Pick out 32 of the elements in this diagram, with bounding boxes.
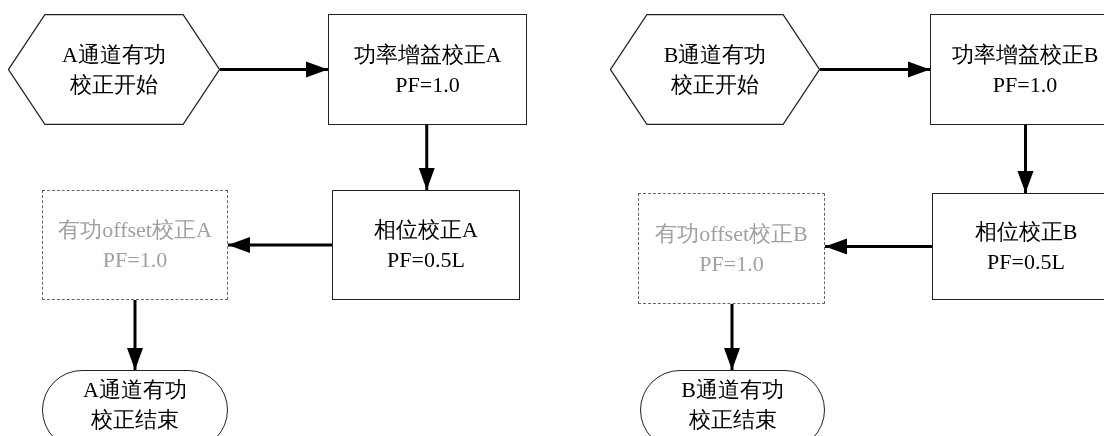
process-box [332,190,520,300]
box-label: 有功offset校正B [655,219,808,248]
arrow [1017,125,1034,193]
box-label: PF=1.0 [699,249,764,278]
box-label: B通道有功校正结束 [680,376,785,434]
start-hexagon [8,14,220,125]
box-label: 有功offset校正A [58,216,212,244]
box-label: PF=0.5L [387,246,465,274]
arrow [418,125,435,190]
box-label: PF=1.0 [992,70,1058,99]
process-box [930,14,1104,125]
process-box [932,193,1104,300]
box-label: 相位校正B [974,217,1078,246]
box-label: 功率增益校正B [951,40,1099,69]
arrow [228,237,332,253]
arrow [820,61,930,78]
box-label: PF=1.0 [102,246,168,274]
box-label: 相位校正A [374,216,478,244]
box-label: A通道有功校正结束 [82,376,188,434]
optional-process-box [42,190,228,300]
arrow [724,304,740,370]
arrow [825,238,932,255]
start-hexagon [610,14,820,125]
box-label: 功率增益校正A [353,40,502,69]
box-label: PF=0.5L [987,247,1065,276]
arrow [127,300,143,370]
optional-process-box [638,193,825,304]
process-box [328,14,527,125]
arrow [220,61,328,78]
box-label: A通道有功校正开始 [61,40,167,99]
box-label: B通道有功校正开始 [662,40,768,99]
box-label: PF=1.0 [395,70,460,99]
